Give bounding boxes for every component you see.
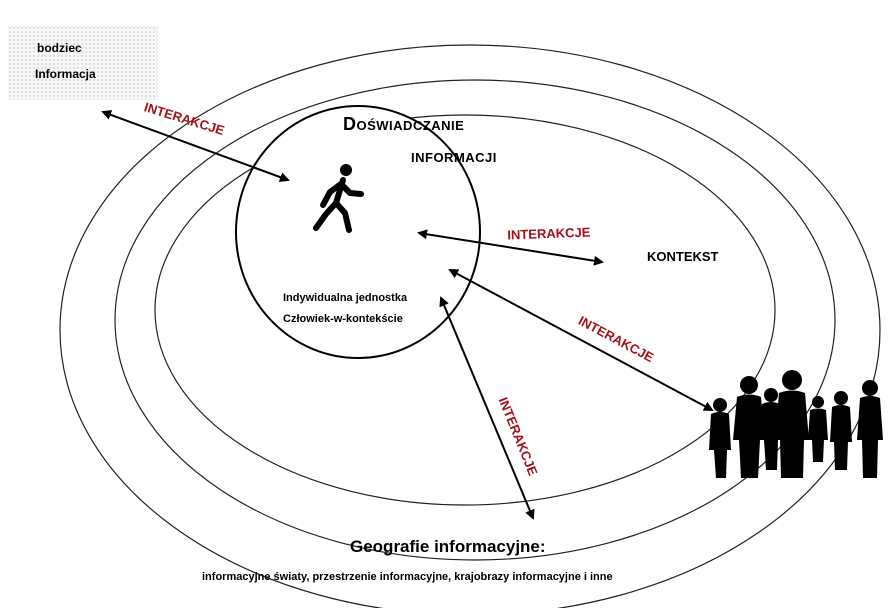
people-group-icon	[709, 370, 883, 478]
arrow-group	[448, 269, 714, 411]
interaction-label-group: INTERAKCJE	[576, 313, 657, 365]
interaction-label-context: INTERAKCJE	[507, 225, 591, 243]
arrow-context	[417, 229, 604, 266]
walking-person-icon	[313, 164, 364, 233]
interaction-label-stimulus: INTERAKCJE	[142, 99, 226, 138]
stimulus-line1: bodziec	[37, 41, 82, 55]
experience-subtitle: INFORMACJI	[411, 150, 497, 165]
individual-line2: Człowiek-w-kontekście	[283, 313, 403, 325]
interaction-label-geographies: INTERAKCJE	[496, 395, 541, 478]
individual-line1: Indywidualna jednostka	[283, 292, 408, 304]
arrow-stimulus	[101, 110, 290, 182]
stimulus-box	[8, 26, 158, 100]
experience-title: Doświadczanie	[343, 114, 465, 134]
context-label: KONTEKST	[647, 249, 719, 264]
outer-ring	[59, 44, 881, 608]
stimulus-line2: Informacja	[35, 67, 96, 81]
middle-ring	[114, 79, 836, 561]
geographies-title: Geografie informacyjne:	[350, 537, 546, 556]
geographies-subtitle: informacyjne światy, przestrzenie inform…	[202, 571, 613, 583]
arrow-geographies	[439, 296, 535, 520]
